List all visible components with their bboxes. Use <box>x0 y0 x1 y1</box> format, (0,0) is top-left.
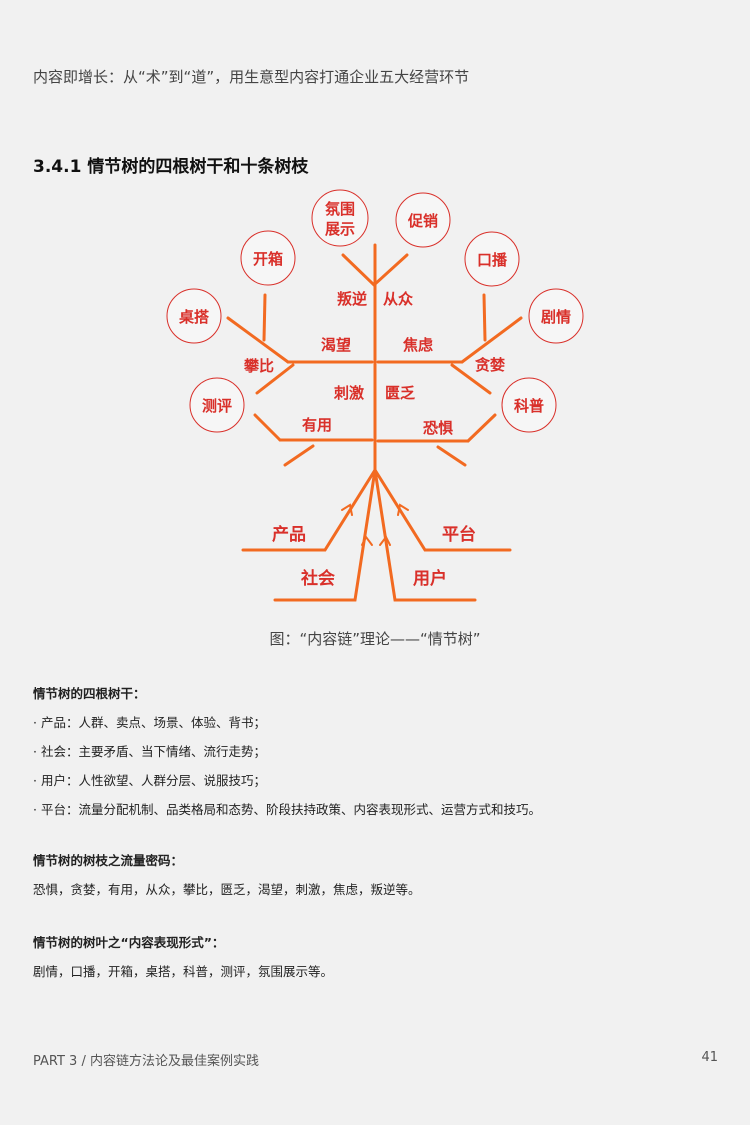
list-item: · 平台：流量分配机制、品类格局和态势、阶段扶持政策、内容表现形式、运营方式和技… <box>33 802 541 817</box>
branch <box>283 444 315 467</box>
branch-label: 焦虑 <box>402 336 433 354</box>
branch-label: 恐惧 <box>423 419 453 437</box>
branches-section: 情节树的树枝之流量密码： 恐惧，贪婪，有用，从众，攀比，匮乏，渴望，刺激，焦虑，… <box>33 850 421 898</box>
leaf-circle <box>528 288 584 344</box>
leaf-label: 展示 <box>325 220 355 238</box>
branch <box>262 293 267 342</box>
branches-text: 恐惧，贪婪，有用，从众，攀比，匮乏，渴望，刺激，焦虑，叛逆等。 <box>33 882 421 897</box>
arrow-icon <box>379 535 391 546</box>
list-item: · 产品：人群、卖点、场景、体验、背书； <box>33 715 266 730</box>
root-label: 社会 <box>300 568 335 589</box>
list-item: · 社会：主要矛盾、当下情绪、流行走势； <box>33 744 266 759</box>
trunks-title: 情节树的四根树干： <box>33 686 146 701</box>
leaves-text: 剧情，口播，开箱，桌搭，科普，测评，氛围展示等。 <box>33 964 334 979</box>
root-society <box>273 468 377 602</box>
leaf-label: 口播 <box>477 251 508 269</box>
leaf-circle <box>189 377 245 433</box>
branch <box>226 316 290 364</box>
branch <box>466 413 497 443</box>
leaves-title: 情节树的树叶之“内容表现形式”： <box>33 935 225 950</box>
root-label: 产品 <box>272 524 306 545</box>
branch-label: 从众 <box>383 290 413 308</box>
root-user <box>373 468 477 602</box>
plot-tree-diagram: 氛围 展示 促销 开箱 口播 桌搭 剧情 测评 科普 叛逆 从众 渴望 焦虑 攀… <box>166 189 584 602</box>
leaf-circle <box>166 288 222 344</box>
branch <box>450 363 492 395</box>
leaves-section: 情节树的树叶之“内容表现形式”： 剧情，口播，开箱，桌搭，科普，测评，氛围展示等… <box>33 932 333 980</box>
branch <box>253 413 282 442</box>
branch-label: 攀比 <box>243 357 274 375</box>
list-item: · 用户：人性欲望、人群分层、说服技巧； <box>33 773 266 788</box>
branches-title: 情节树的树枝之流量密码： <box>33 853 184 868</box>
leaf-label: 促销 <box>407 212 438 230</box>
footer-part: PART 3 / 内容链方法论及最佳案例实践 <box>33 1054 259 1069</box>
section-title: 3.4.1 情节树的四根树干和十条树枝 <box>33 157 309 177</box>
root-label: 平台 <box>442 524 476 545</box>
leaf-circle <box>501 377 557 433</box>
branch-label: 刺激 <box>334 384 365 402</box>
branch-label: 匮乏 <box>385 384 415 402</box>
leaf-label: 桌搭 <box>178 308 209 326</box>
leaf-circle <box>464 231 520 287</box>
page-number: 41 <box>701 1050 718 1065</box>
branch <box>482 293 487 342</box>
arrow-icon <box>361 535 373 546</box>
root-label: 用户 <box>413 568 447 589</box>
leaf-label: 氛围 <box>325 200 355 218</box>
branch-label: 贪婪 <box>475 356 505 374</box>
figure-caption: 图：“内容链”理论——“情节树” <box>269 630 481 648</box>
branch-label: 叛逆 <box>337 290 367 308</box>
branch-label: 有用 <box>302 416 332 434</box>
root-product <box>241 468 377 552</box>
leaf-label: 剧情 <box>541 308 571 326</box>
leaf-label: 测评 <box>202 397 232 415</box>
trunks-section: 情节树的四根树干： · 产品：人群、卖点、场景、体验、背书； · 社会：主要矛盾… <box>33 683 541 828</box>
running-header: 内容即增长：从“术”到“道”，用生意型内容打通企业五大经营环节 <box>33 68 470 86</box>
leaf-circle <box>395 192 451 248</box>
branch <box>255 363 295 395</box>
arrow-icon <box>397 503 409 516</box>
branch <box>436 445 467 467</box>
branch-label: 渴望 <box>321 336 351 354</box>
leaf-circle <box>240 230 296 286</box>
branch <box>460 316 523 364</box>
arrow-icon <box>341 503 353 516</box>
root-platform <box>373 468 512 552</box>
leaf-circle <box>311 189 369 247</box>
leaf-label: 科普 <box>514 397 544 415</box>
top-v-branch <box>341 253 409 288</box>
leaf-label: 开箱 <box>253 250 283 268</box>
